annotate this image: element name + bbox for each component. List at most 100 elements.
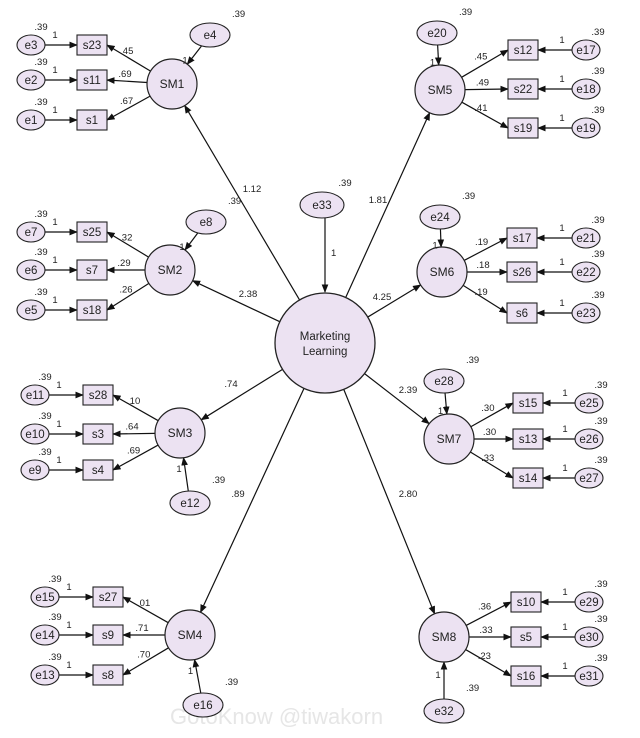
error-var-e28: .39 [466,355,479,366]
error-e8-label: e8 [200,217,213,229]
error-var-e20: .39 [459,7,472,18]
var-e17: .39 [591,27,604,38]
error-var-e8: .39 [228,196,241,207]
error-e11 [20,384,50,406]
error-e30-label: e30 [579,632,598,644]
loading-s18: .26 [119,285,132,296]
error-path-e24: 1 [432,241,437,252]
fix-e22: 1 [559,257,564,268]
path-e16-sm4 [192,658,202,694]
indicator-s16-label: s16 [517,671,536,683]
indicator-s15-label: s15 [519,398,538,410]
path-center-sm3 [200,368,283,421]
latent-sm1 [146,58,198,110]
loading-s10: .36 [478,602,491,613]
loading-s6: .19 [474,287,487,298]
indicator-s11-label: s11 [83,75,101,87]
error-e20-label: e20 [427,28,446,40]
indicator-s5 [510,626,542,648]
fix-e15: 1 [66,582,71,593]
indicator-s27-label: s27 [99,592,118,604]
error-e17-label: e17 [576,45,595,57]
indicator-s19-label: s19 [514,123,533,135]
fix-e7: 1 [52,217,57,228]
loading-s4: .69 [127,446,140,457]
loading-sm5: 1.81 [369,195,388,206]
path-sm5-s22 [464,85,509,93]
error-e29-label: e29 [579,597,598,609]
path-sm4-s27 [122,596,169,624]
var-e15: .39 [48,574,61,585]
indicator-s11 [76,69,108,91]
fix-e10: 1 [56,419,61,430]
latent-sm1-label: SM1 [160,77,185,91]
error-e20 [416,20,458,46]
error-e2-label: e2 [25,75,38,87]
indicator-s18-label: s18 [83,305,102,317]
loading-s7: .29 [117,258,130,269]
indicator-s27 [92,586,124,608]
error-e5-label: e5 [25,305,38,317]
loading-s5: .33 [479,625,492,636]
var-e7: .39 [34,209,47,220]
indicator-s9 [92,624,124,646]
loading-sm7: 2.39 [399,385,418,396]
error-e14 [30,624,60,646]
var-e2: .39 [34,57,47,68]
error-e19 [571,117,601,139]
error-path-e20: 1 [430,58,435,69]
var-e10: .39 [38,411,51,422]
error-e11-label: e11 [26,390,44,402]
error-e7 [16,221,46,243]
fix-e11: 1 [56,380,61,391]
error-e15-label: e15 [35,592,54,604]
latent-sm7-label: SM7 [437,432,462,446]
fix-e3: 1 [52,30,57,41]
var-e30: .39 [594,614,607,625]
indicator-s10-label: s10 [517,597,536,609]
indicator-s6 [506,302,538,324]
error-e21 [571,227,601,249]
latent-sm4 [164,609,216,661]
indicator-s7 [76,259,108,281]
path-sm5-s19 [461,101,509,129]
path-center-sm2 [191,280,281,323]
latent-sm4-label: SM4 [178,628,203,642]
error-e12-label: e12 [180,498,199,510]
path-center-sm1 [184,104,301,301]
var-e25: .39 [594,380,607,391]
indicator-s17-label: s17 [513,233,532,245]
path-center-sm5 [345,111,431,298]
latent-sm7 [423,413,475,465]
loading-s14: .33 [481,453,494,464]
path-sm4-s8 [122,647,169,676]
error-path-e8: 1 [179,242,184,253]
loading-s11: .69 [118,69,131,80]
loading-sm3: .74 [224,379,237,390]
indicator-s14 [512,467,544,489]
error-e30 [574,626,604,648]
fix-e14: 1 [66,620,71,631]
error-e1 [16,109,46,131]
indicator-s18 [76,299,108,321]
var-e29: .39 [594,579,607,590]
var-e9: .39 [38,447,51,458]
latent-sm8 [418,611,470,663]
indicator-s6-label: s6 [516,308,528,320]
var-e31: .39 [594,653,607,664]
loading-sm8: 2.80 [399,489,418,500]
error-e17 [571,39,601,61]
loading-sm4: .89 [231,489,244,500]
indicator-s15 [512,392,544,414]
fix-e25: 1 [562,388,567,399]
indicator-s1 [76,109,108,131]
indicator-s12-label: s12 [514,45,533,57]
error-e31 [574,665,604,687]
error-e23-label: e23 [576,308,595,320]
error-e23 [571,302,601,324]
loading-s19: .41 [474,103,487,114]
path-sm7-s15 [470,402,514,428]
loading-s26: .18 [476,260,489,271]
indicator-s28 [82,384,114,406]
var-e23: .39 [591,290,604,301]
